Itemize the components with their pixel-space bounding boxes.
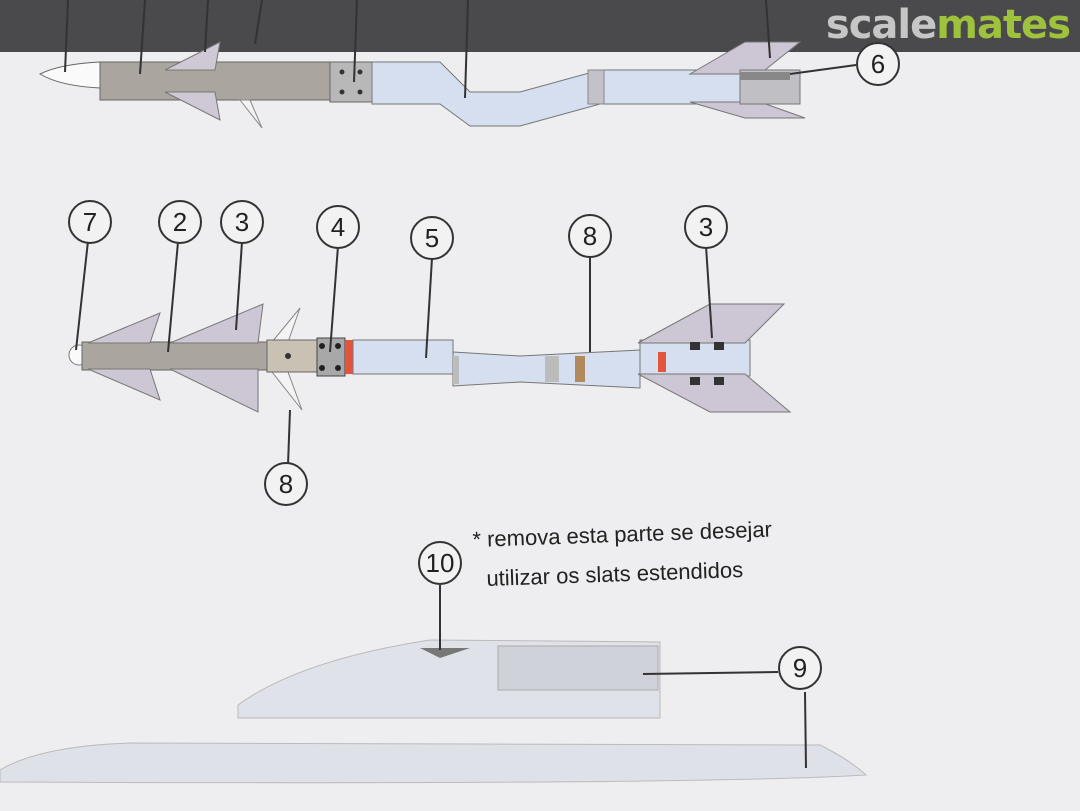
callout-2: 2 bbox=[158, 200, 202, 244]
callout-9: 9 bbox=[778, 646, 822, 690]
middle-missile bbox=[68, 240, 792, 466]
callout-7: 7 bbox=[68, 200, 112, 244]
slat-parts bbox=[0, 585, 868, 784]
top-missile bbox=[38, 0, 857, 129]
callout-8-canard: 8 bbox=[264, 462, 308, 506]
scalemates-logo[interactable]: scalemates bbox=[825, 2, 1071, 48]
callout-10: 10 bbox=[418, 541, 462, 585]
callout-3-front: 3 bbox=[220, 200, 264, 244]
callout-5: 5 bbox=[410, 216, 454, 260]
callout-6-top: 6 bbox=[856, 42, 900, 86]
header-bar: scalemates bbox=[0, 0, 1080, 52]
callout-3-rear: 3 bbox=[684, 205, 728, 249]
callout-8-body: 8 bbox=[568, 214, 612, 258]
callout-4: 4 bbox=[316, 205, 360, 249]
